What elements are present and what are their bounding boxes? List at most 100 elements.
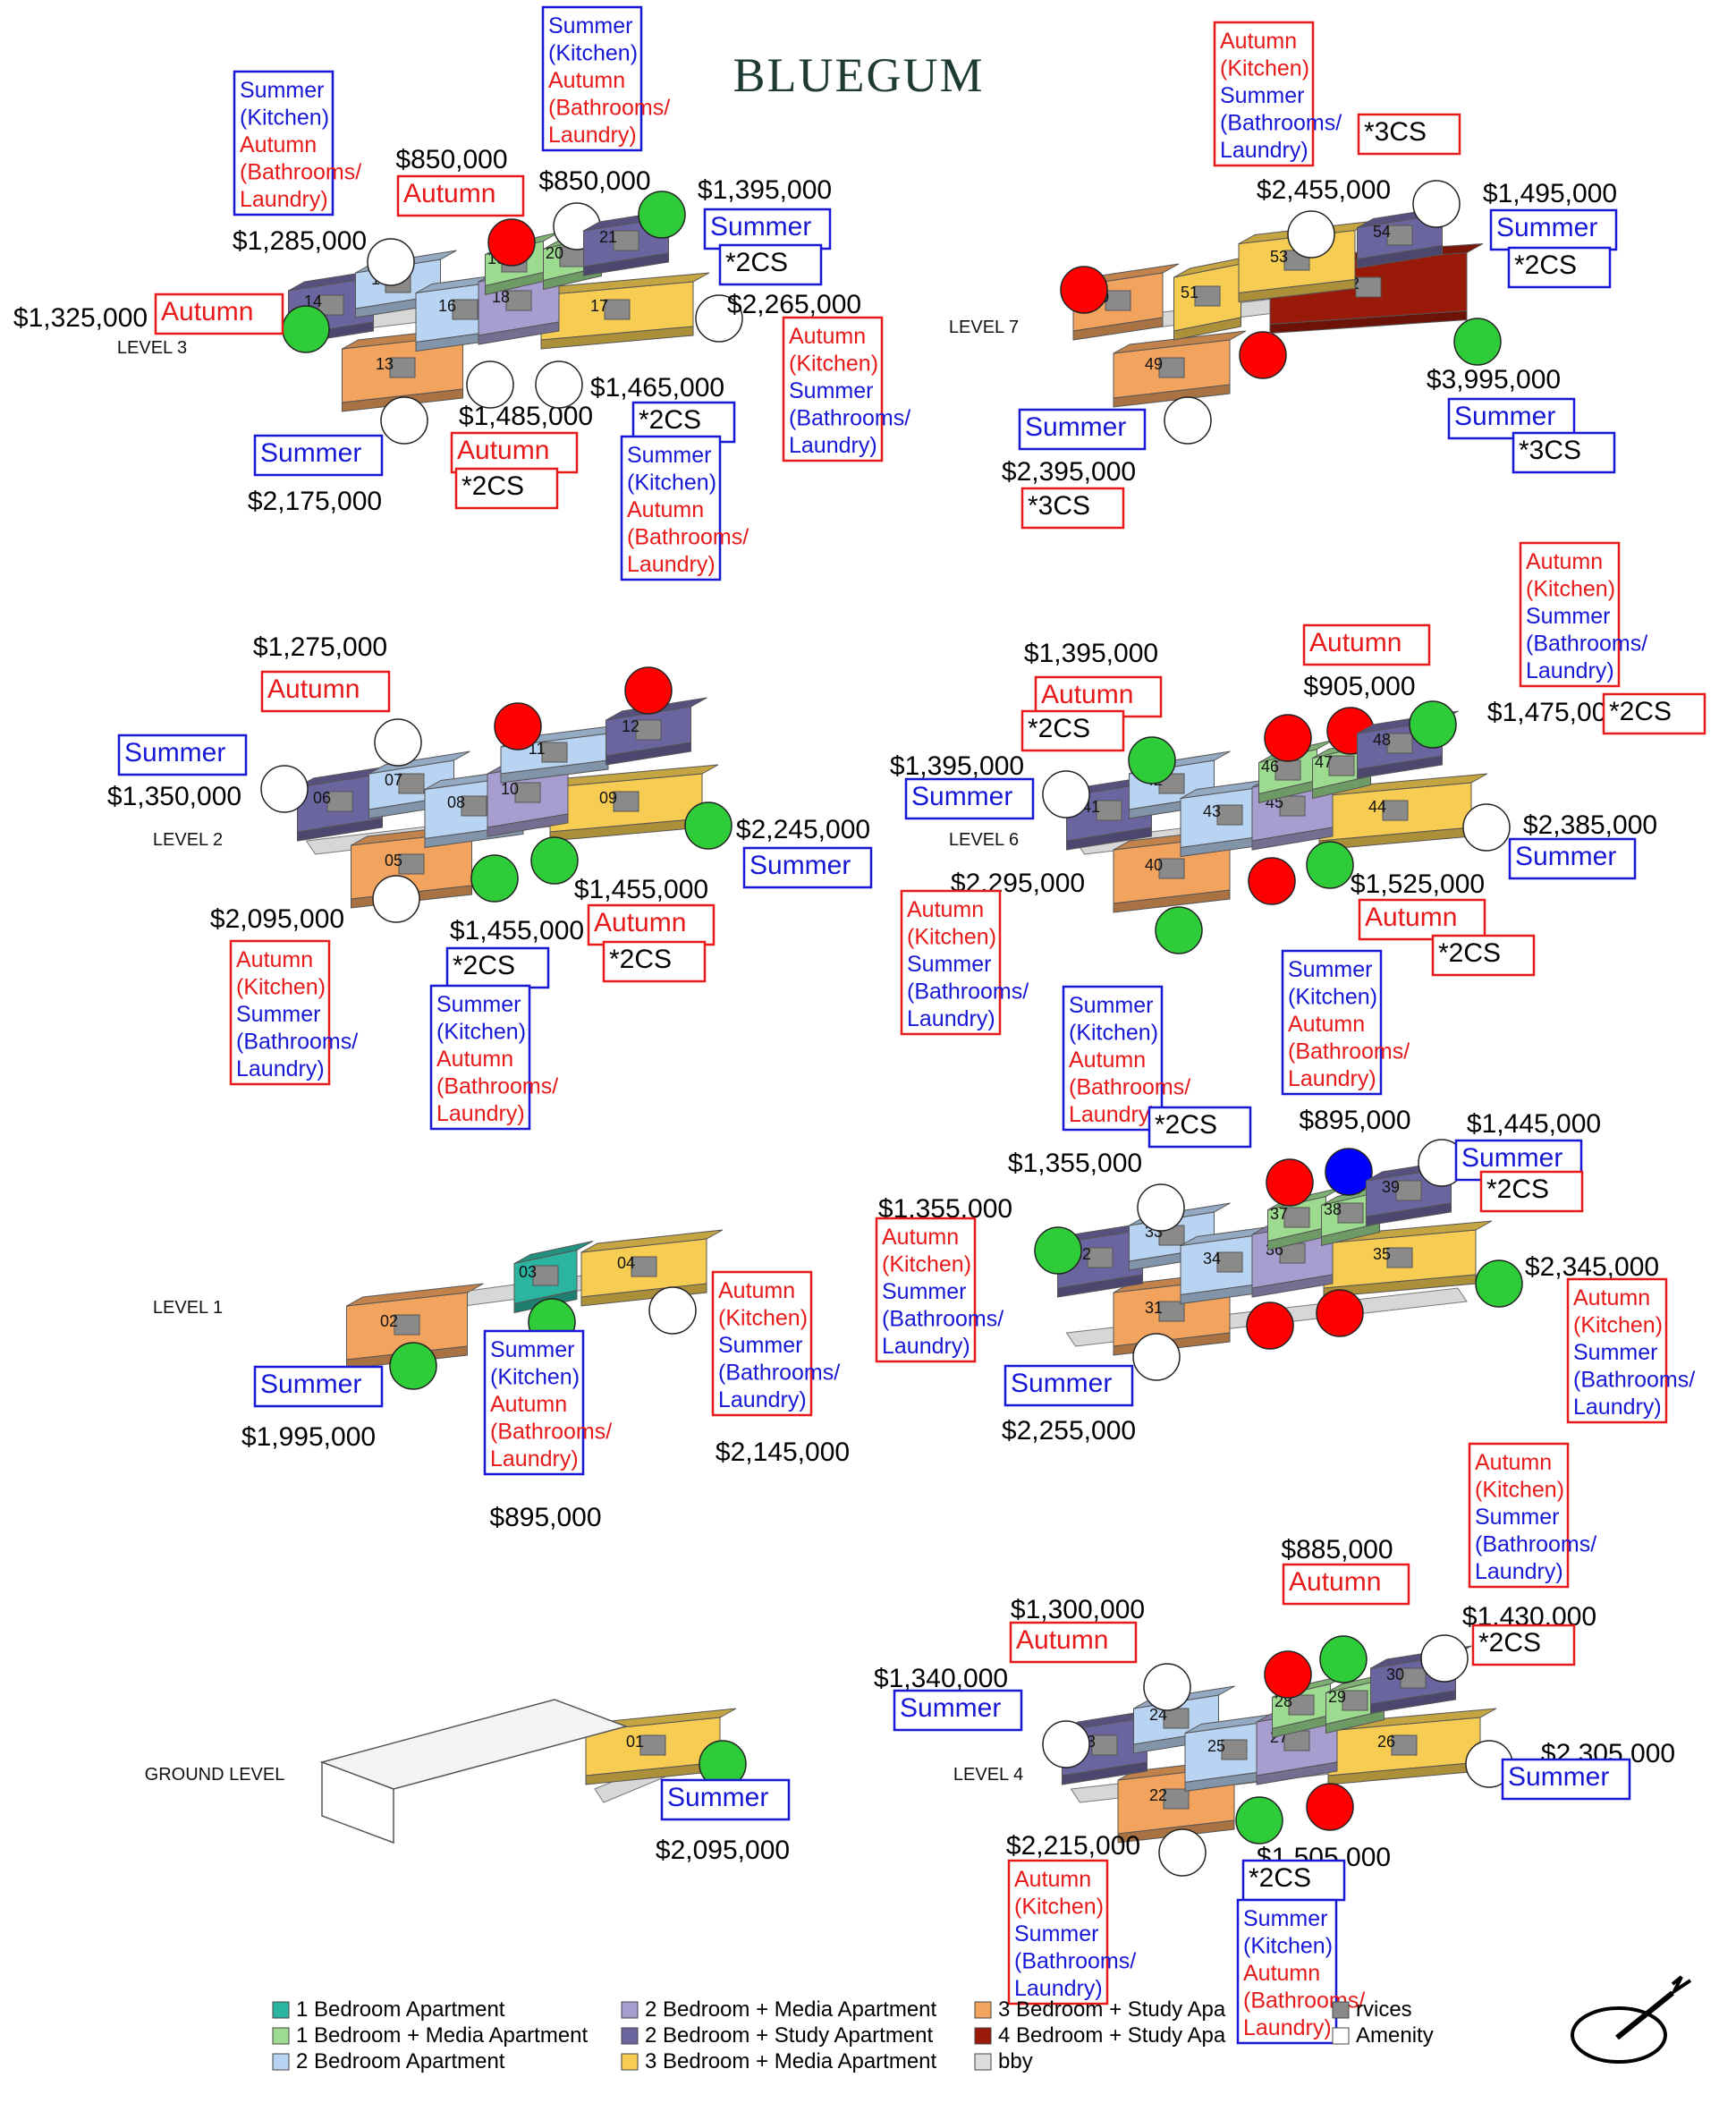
summer-tag: Summer — [253, 434, 384, 477]
status-dot — [1128, 736, 1176, 784]
tag-line: (Kitchen) — [1288, 985, 1377, 1010]
tag-line: (Bathrooms/ — [1014, 1949, 1136, 1974]
tag-border — [875, 1217, 977, 1363]
unit-number: 44 — [1368, 798, 1386, 816]
unit-number: 09 — [599, 789, 617, 807]
tag-line: (Kitchen) — [236, 975, 326, 1000]
tag-line: Autumn — [490, 1392, 567, 1417]
unit-edge — [1321, 1222, 1380, 1247]
status-dot — [695, 294, 743, 343]
unit-49[interactable]: 49 — [1113, 330, 1247, 408]
tag-line: (Kitchen) — [490, 1365, 580, 1390]
unit-number: 02 — [380, 1312, 398, 1330]
status-dot — [1306, 1783, 1354, 1831]
tag-line: Laundry) — [236, 1056, 325, 1081]
tag-line: Autumn — [267, 674, 360, 704]
unit-number: 53 — [1270, 248, 1288, 266]
tag-border — [1236, 1898, 1338, 2045]
unit-core — [1386, 733, 1413, 754]
unit-core — [1216, 804, 1243, 826]
legend-swatch — [974, 2053, 992, 2071]
status-dot — [1239, 331, 1287, 379]
tag-line: Summer — [1288, 957, 1372, 982]
tag-line: (Kitchen) — [718, 1306, 808, 1331]
unit-03[interactable]: 03 — [513, 1241, 594, 1314]
tag-border — [154, 293, 284, 335]
unit-number: 38 — [1324, 1200, 1342, 1218]
unit-35[interactable]: 35 — [1323, 1220, 1493, 1298]
status-dot — [487, 218, 536, 267]
cs3-tag: *3CS — [1020, 487, 1125, 530]
cs2-tag: *2CS — [1602, 692, 1706, 735]
unit-number: 26 — [1377, 1733, 1395, 1751]
tag-border — [1213, 21, 1315, 167]
legend-label: rvices — [1356, 1997, 1412, 2022]
legend-label: 2 Bedroom Apartment — [296, 2049, 505, 2073]
status-dot — [1412, 180, 1461, 228]
legend-item: rvices — [1332, 1997, 1412, 2022]
status-dot — [1042, 1720, 1090, 1768]
tag-border — [1447, 397, 1576, 440]
tag-line: Summer — [627, 443, 711, 468]
legend-item: 2 Bedroom + Media Apartment — [621, 1997, 937, 2022]
cs2-tag: *2CS — [1479, 1170, 1584, 1213]
tag-line: Autumn — [236, 947, 313, 972]
unit-17[interactable]: 17 — [540, 272, 710, 350]
tag-line: Laundry) — [882, 1334, 970, 1359]
unit-09[interactable]: 09 — [549, 764, 719, 842]
unit-number: 10 — [501, 780, 519, 798]
tag-line: Autumn — [1220, 29, 1297, 54]
unit-price: $1,455,000 — [574, 875, 708, 904]
unit-price: $905,000 — [1303, 672, 1415, 701]
unit-price: $1,395,000 — [698, 175, 832, 205]
unit-edge — [1173, 317, 1241, 341]
tag-line: Laundry) — [436, 1101, 525, 1126]
unit-price: $1,485,000 — [459, 402, 593, 431]
level-label: LEVEL 2 — [153, 830, 223, 850]
unit-price: $2,395,000 — [1002, 457, 1136, 487]
status-dot — [389, 1342, 437, 1390]
tag-line: Summer — [907, 952, 991, 977]
unit-core — [452, 299, 478, 320]
unit-26[interactable]: 26 — [1327, 1708, 1497, 1785]
legend-label: 4 Bedroom + Study Apa — [998, 2023, 1226, 2048]
tag-border — [253, 434, 384, 477]
tag-line: (Bathrooms/ — [1573, 1368, 1695, 1393]
unit-core — [389, 357, 416, 378]
tag-border — [782, 316, 884, 462]
status-dot — [380, 396, 428, 445]
unit-core — [1288, 1694, 1315, 1716]
kitchen-summer-tag: Summer(Kitchen)Autumn(Bathrooms/Laundry) — [233, 70, 361, 216]
unit-core — [1158, 1301, 1185, 1322]
unit-number: 22 — [1149, 1786, 1167, 1804]
unit-edge — [1366, 1202, 1452, 1226]
unit-edge — [1256, 1761, 1338, 1785]
tag-line: Laundry) — [548, 123, 637, 148]
legend-item: 3 Bedroom + Study Apa — [974, 1997, 1226, 2022]
tag-line: (Kitchen) — [627, 471, 716, 496]
tag-line: Summer — [1011, 1369, 1112, 1398]
status-dot — [1155, 906, 1203, 954]
summer-tag: Summer — [1489, 208, 1618, 251]
unit-06[interactable]: 06 — [297, 764, 399, 842]
unit-core — [505, 290, 532, 311]
tag-line: (Bathrooms/ — [718, 1361, 840, 1386]
unit-edge — [500, 759, 609, 784]
unit-04[interactable]: 04 — [580, 1229, 724, 1307]
autumn-tag: Autumn — [1302, 623, 1431, 666]
legend-label: 2 Bedroom + Study Apartment — [645, 2023, 934, 2048]
unit-54[interactable]: 54 — [1357, 205, 1459, 269]
unit-core — [541, 742, 568, 763]
level-label: LEVEL 4 — [953, 1765, 1023, 1785]
tag-line: Summer — [749, 851, 851, 880]
unit-number: 54 — [1373, 223, 1391, 241]
tag-line: (Kitchen) — [907, 925, 996, 950]
unit-price: $1,340,000 — [874, 1664, 1008, 1693]
tag-line: (Kitchen) — [436, 1020, 526, 1045]
tag-line: Summer — [1014, 1921, 1098, 1946]
unit-51[interactable]: 51 — [1173, 254, 1258, 341]
lobby-wall — [321, 1760, 394, 1844]
unit-38[interactable]: 38 — [1321, 1183, 1396, 1247]
cs2-tag: *2CS — [454, 467, 559, 510]
